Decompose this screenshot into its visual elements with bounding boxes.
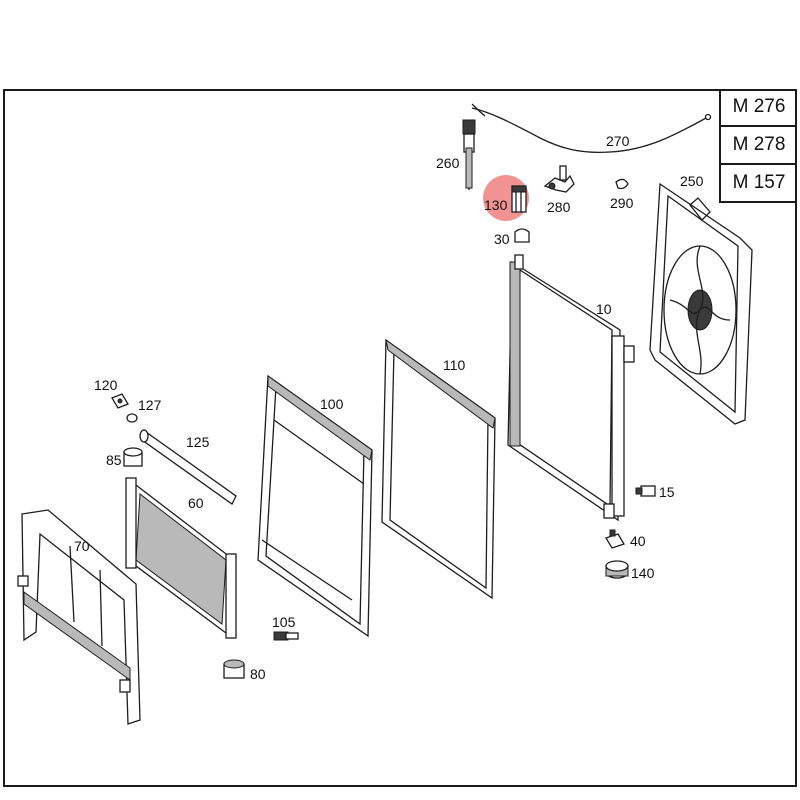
callout-80[interactable]: 80 [250,666,266,682]
part-15-fitting [635,485,656,497]
model-code-m276: M 276 [719,89,797,127]
callout-290[interactable]: 290 [610,195,634,211]
callout-85[interactable]: 85 [106,452,122,468]
callout-125[interactable]: 125 [186,434,210,450]
part-100-frame [257,374,373,638]
part-40-bracket [605,529,625,549]
part-85-grommet [123,447,143,467]
part-125-tube [139,429,237,505]
part-110-frame [381,338,496,600]
part-270-cable [471,103,712,154]
diagram-frame [3,89,797,787]
callout-260[interactable]: 260 [436,155,460,171]
callout-127[interactable]: 127 [138,397,162,413]
callout-250[interactable]: 250 [680,173,704,189]
callout-110[interactable]: 110 [443,357,466,373]
callout-60[interactable]: 60 [188,495,204,511]
part-260-sensor [462,119,476,190]
part-10-radiator [507,254,635,522]
model-code-m157: M 157 [719,165,797,203]
part-30-cap [514,228,530,243]
part-80-bushing [223,659,245,679]
callout-105[interactable]: 105 [272,614,296,630]
part-130-cap-highlight[interactable] [483,175,529,221]
callout-100[interactable]: 100 [320,396,344,412]
part-60-cooler [125,477,237,639]
callout-30[interactable]: 30 [494,231,510,247]
part-140-grommet [605,560,629,579]
part-127-washer [126,413,138,423]
callout-40[interactable]: 40 [630,533,646,549]
callout-15[interactable]: 15 [659,484,675,500]
part-250-fan-shroud [649,182,753,425]
model-code-m278: M 278 [719,127,797,165]
part-120-clip [111,393,129,409]
callout-70[interactable]: 70 [74,538,90,554]
callout-140[interactable]: 140 [631,565,655,581]
callout-280[interactable]: 280 [547,199,571,215]
part-70-bracket [17,509,141,725]
part-290-clip [615,178,629,190]
callout-120[interactable]: 120 [94,377,118,393]
callout-130[interactable]: 130 [484,197,508,213]
part-105-bolt [273,631,299,641]
part-280-connector [543,165,575,193]
callout-10[interactable]: 10 [596,301,612,317]
callout-270[interactable]: 270 [606,133,630,149]
